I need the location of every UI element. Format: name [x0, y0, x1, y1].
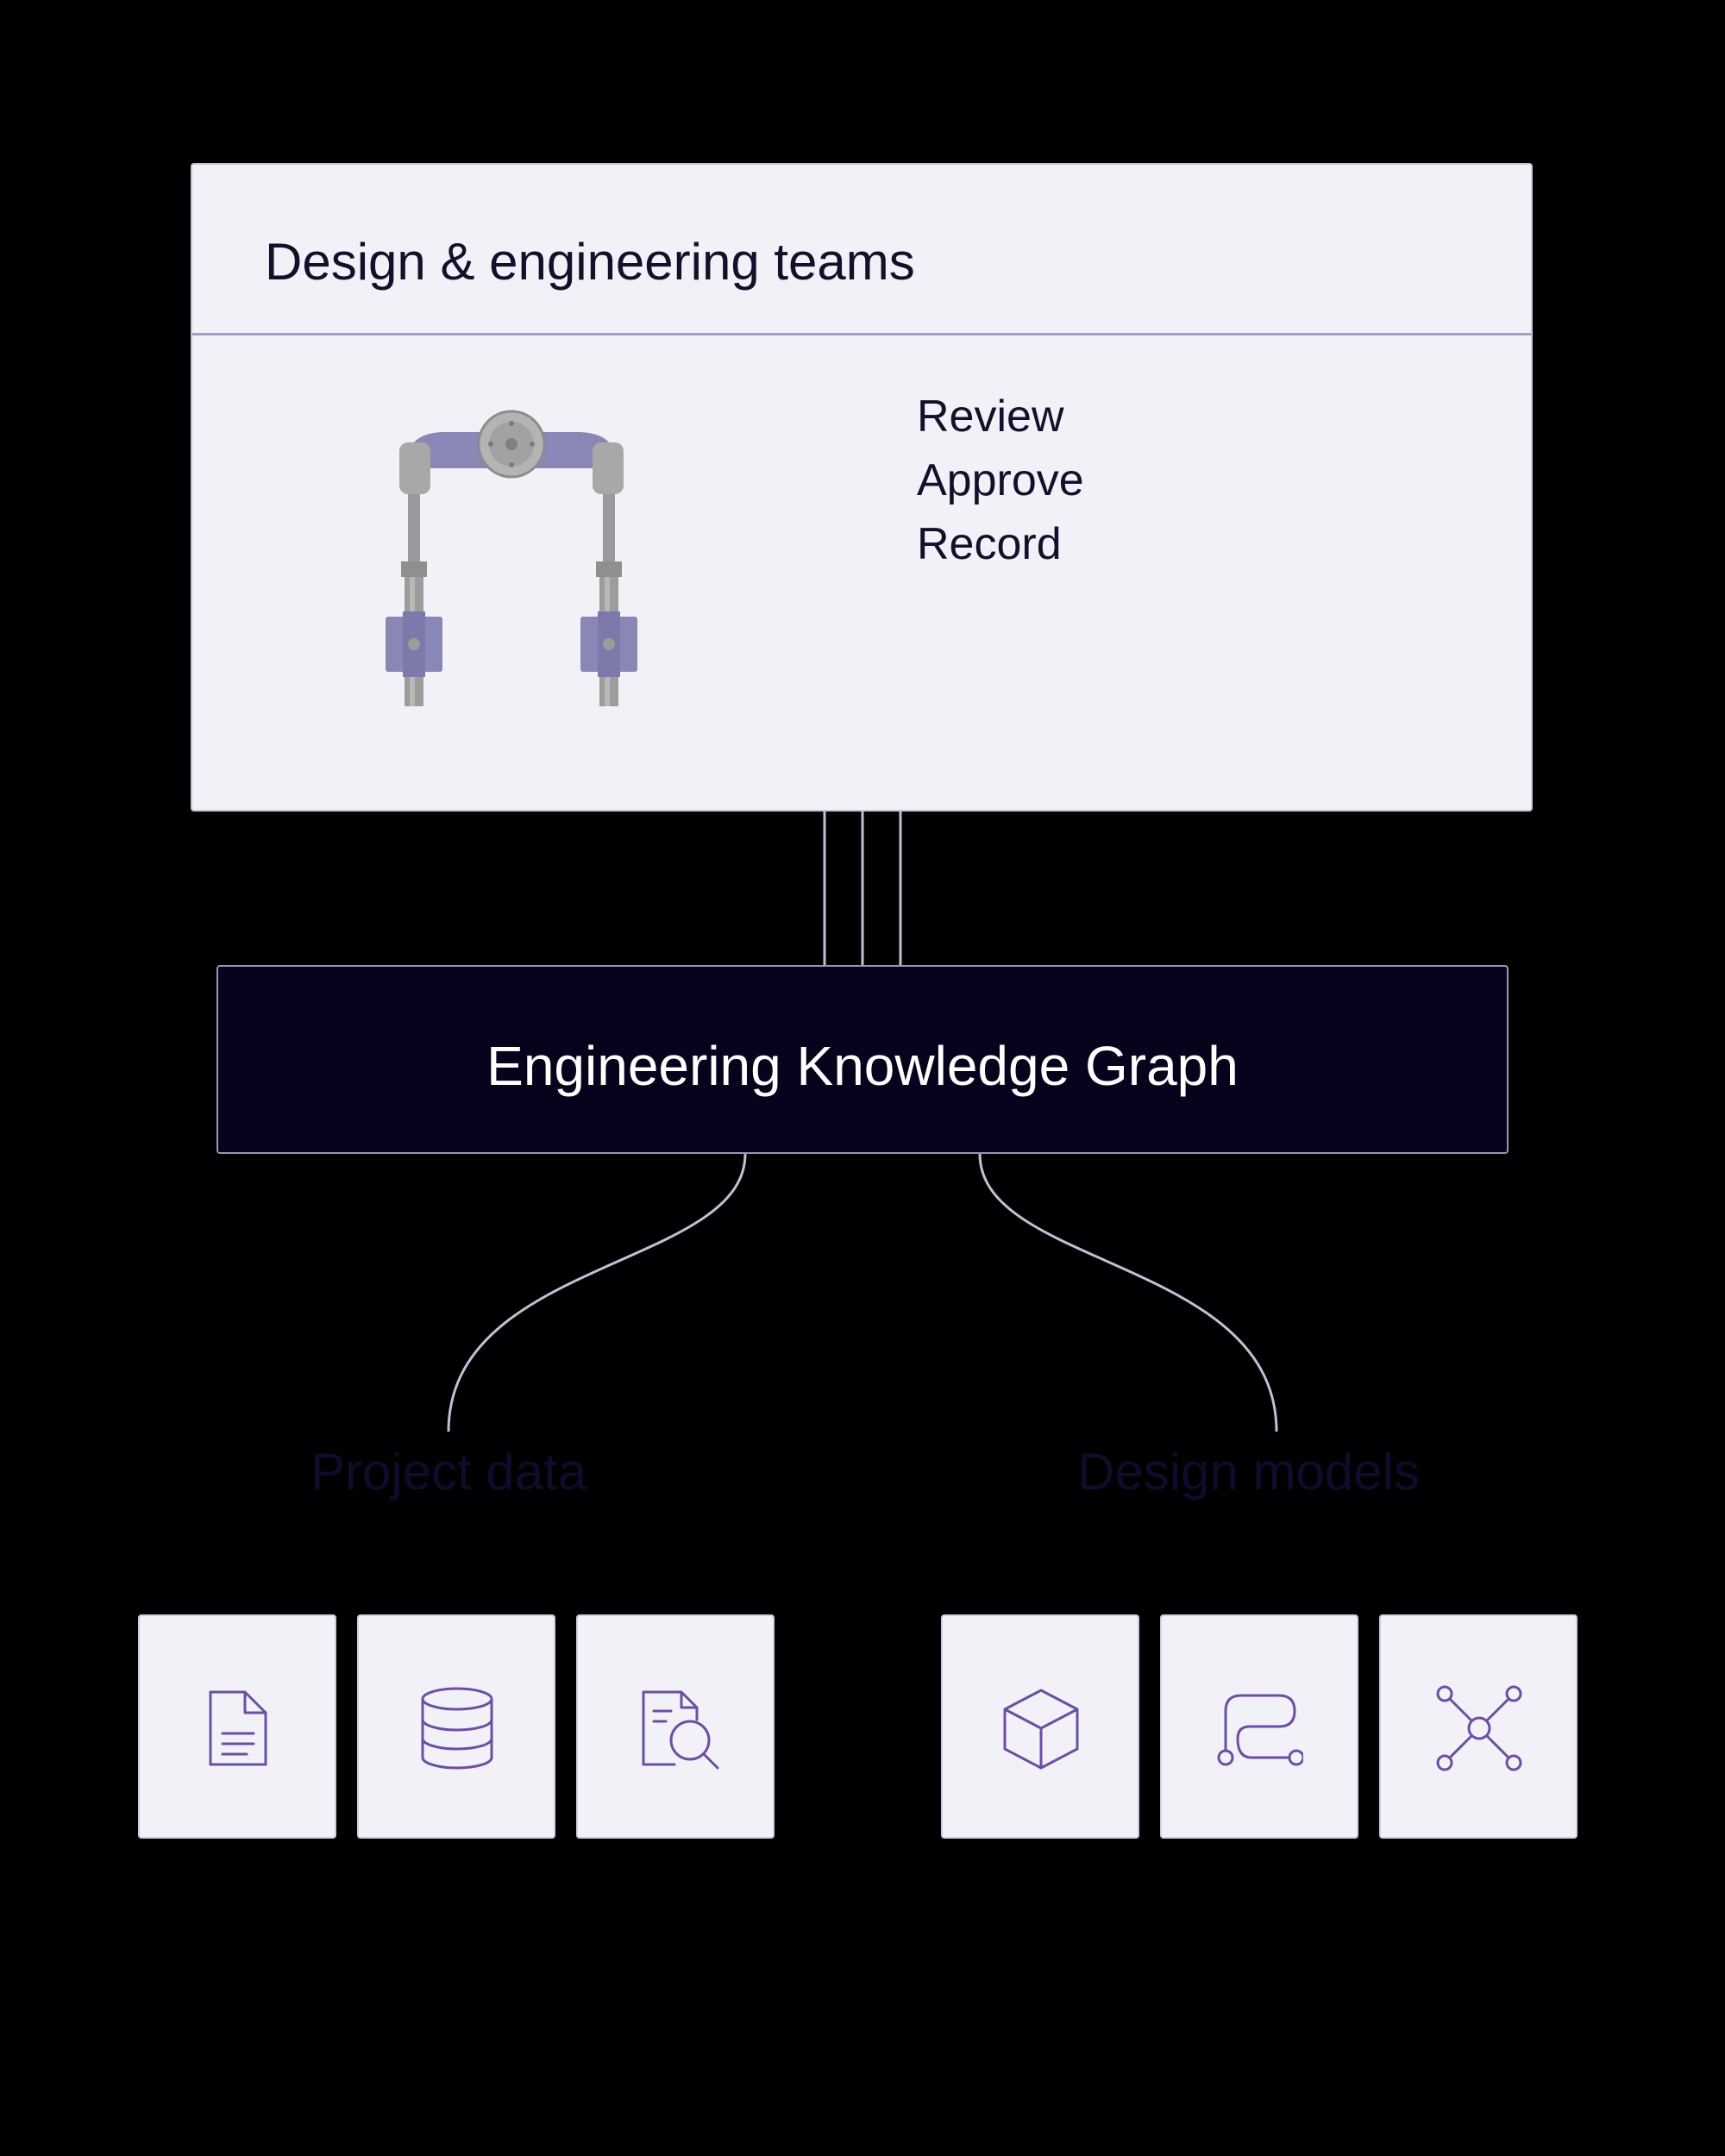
- document-search-icon: [642, 1690, 719, 1770]
- knowledge-graph-box: Engineering Knowledge Graph: [216, 965, 1509, 1154]
- teams-panel: Design & engineering teams Review Appr: [191, 163, 1533, 812]
- database-icon: [421, 1687, 493, 1770]
- tile-cube[interactable]: [941, 1614, 1139, 1839]
- cube-icon: [1003, 1689, 1079, 1770]
- action-approve: Approve: [917, 455, 1084, 505]
- knowledge-graph-title: Engineering Knowledge Graph: [486, 1035, 1239, 1097]
- tile-workflow-path[interactable]: [1160, 1614, 1358, 1839]
- workflow-path-icon: [1217, 1694, 1303, 1766]
- panel-title: Design & engineering teams: [265, 233, 915, 291]
- document-icon: [209, 1690, 267, 1766]
- robotic-arm-illustration: [386, 410, 637, 706]
- tile-network-graph[interactable]: [1379, 1614, 1578, 1839]
- action-record: Record: [917, 519, 1062, 569]
- group-label-design-models: Design models: [1077, 1443, 1420, 1501]
- tile-document[interactable]: [138, 1614, 336, 1839]
- connector-curve-right: [978, 1153, 1278, 1432]
- connector-curve-left: [447, 1153, 747, 1432]
- action-review: Review: [917, 392, 1064, 442]
- actions-list: Review Approve Record: [917, 385, 1084, 576]
- network-graph-icon: [1436, 1685, 1522, 1771]
- tile-document-search[interactable]: [576, 1614, 775, 1839]
- panel-header: Design & engineering teams: [192, 165, 1531, 335]
- tile-database[interactable]: [357, 1614, 555, 1839]
- group-label-project-data: Project data: [310, 1443, 587, 1501]
